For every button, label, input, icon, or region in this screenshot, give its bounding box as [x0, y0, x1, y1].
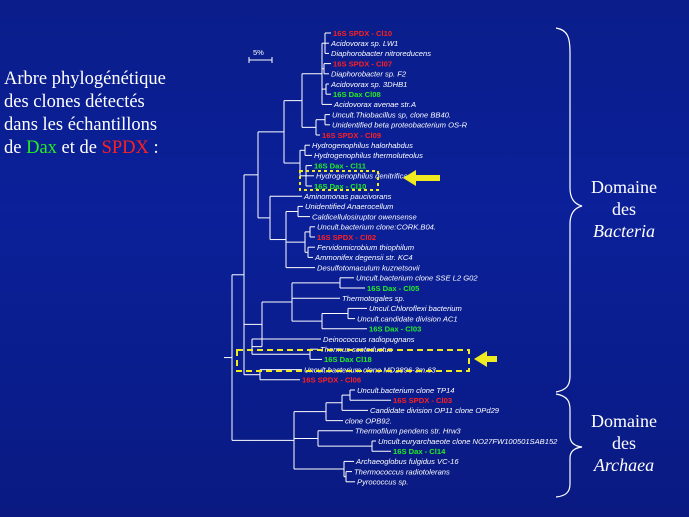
tree-leaf-label: Hydrogenophilus denitrificans [316, 172, 416, 181]
tree-leaf-label: Diaphorobacter nitroreducens [331, 49, 431, 58]
tree-leaf-label: 16S Dax Cl08 [333, 90, 381, 99]
tree-leaf-label: Acidovorax sp. LW1 [330, 39, 398, 48]
arrow-hydrogenophilus [403, 170, 440, 186]
tree-leaf-label: Uncult.bacterium clone MD2896-3m.63 [304, 365, 436, 374]
domain-archaea-line2: des [612, 433, 636, 453]
title-prefix: de [4, 138, 27, 158]
title-line-2: des clones détectés [4, 92, 145, 112]
title-spdx: SPDX [101, 138, 149, 158]
tree-leaf-label: Thermofilum pendens str. Hrw3 [355, 427, 461, 436]
tree-leaf-label: 16S Dax - Cl05 [367, 284, 420, 293]
arrow-thermus [474, 351, 497, 367]
tree-leaf-label: 16S SPDX - Cl10 [333, 29, 392, 38]
tree-leaf-label: Acidovorax sp. 3DHB1 [330, 80, 407, 89]
tree-leaf-label: 16S Dax - Cl14 [393, 447, 446, 456]
title-mid: et de [56, 138, 102, 158]
tree-leaf-label: Aminomonas paucivorans [303, 192, 392, 201]
tree-leaf-label: Unidentified Anaerocellum [305, 202, 393, 211]
tree-leaf-label: Uncult.euryarchaeote clone NO27FW100501S… [378, 437, 558, 446]
tree-leaf-label: Thermus scotoductus [320, 345, 393, 354]
tree-leaf-label: Thermococcus radiotolerans [354, 467, 450, 476]
tree-leaf-label: Hydrogenophilus halorhabdus [312, 141, 413, 150]
title-line-1: Arbre phylogénétique [4, 69, 166, 89]
title-line-4: de Dax et de SPDX : [4, 137, 219, 160]
tree-leaf-label: 16S Dax - Cl11 [314, 161, 367, 170]
highlight-box-thermus [236, 349, 470, 372]
tree-leaf-label: Deinococcus radiopugnans [323, 335, 415, 344]
tree-leaf-label: Caldicellulosiruptor owensense [312, 212, 417, 221]
tree-leaf-label: Hydrogenophilus thermoluteolus [314, 151, 423, 160]
domain-bacteria-line1: Domaine [591, 177, 657, 197]
tree-leaf-label: Uncult.bacterium clone TP14 [357, 386, 455, 395]
domain-archaea-label: Domaine des Archaea [569, 410, 679, 476]
tree-leaf-label: Uncult.bacterium clone:CORK.B04. [317, 223, 436, 232]
tree-leaf-label: 16S SPDX - Cl03 [393, 396, 452, 405]
tree-leaf-label: clone OPB92. [345, 416, 392, 425]
domain-bacteria-label: Domaine des Bacteria [569, 176, 679, 242]
tree-leaf-label: Pyrococcus sp. [357, 478, 409, 487]
title-suffix: : [148, 138, 159, 158]
tree-leaf-label: 16S SPDX - Cl07 [333, 59, 392, 68]
scale-bar: 5% [248, 48, 273, 63]
tree-leaf-label: Candidate division OP11 clone OPd29 [370, 406, 500, 415]
tree-leaf-label: Thermotogales sp. [342, 294, 405, 303]
title-line-3: dans les échantillons [4, 115, 158, 135]
brace-bacteria-icon [555, 27, 583, 393]
domain-archaea-line3: Archaea [593, 455, 655, 475]
tree-leaf-label: Unidentified beta proteobacterium OS-R [332, 121, 468, 130]
tree-leaf-label: 16S Dax - Cl10 [314, 182, 366, 191]
domain-bacteria-line2: des [612, 199, 636, 219]
tree-leaf-label: Uncult.Thiobacillus sp, clone BB40. [332, 110, 451, 119]
tree-leaf-label: 16S Dax - Cl03 [369, 325, 421, 334]
tree-leaf-label: 16S SPDX - Cl02 [317, 233, 376, 242]
tree-leaf-label: 16S SPDX - Cl09 [322, 131, 381, 140]
domain-bacteria-line3: Bacteria [593, 221, 655, 241]
domain-archaea-line1: Domaine [591, 411, 657, 431]
scale-bar-label: 5% [253, 48, 264, 57]
tree-leaf-label: Archaeoglobus fulgidus VC-16 [355, 457, 459, 466]
tree-leaf-label: 16S Dax Cl18 [324, 355, 372, 364]
brace-archaea-icon [555, 393, 583, 498]
tree-leaf-label: Diaphorobacter sp. F2 [331, 70, 407, 79]
tree-leaf-label: Fervidomicrobium thiophilum [317, 243, 414, 252]
tree-leaf-label: Acidovorax avenae str.A [333, 100, 416, 109]
tree-leaf-label: Ammonifex degensii str. KC4 [314, 253, 413, 262]
tree-leaf-label: Uncult.bacterium clone SSE L2 G02 [356, 274, 478, 283]
slide-title: Arbre phylogénétique des clones détectés… [4, 68, 219, 160]
tree-branches [224, 32, 391, 483]
highlight-box-hydrogenophilus [299, 170, 379, 191]
title-dax: Dax [26, 138, 57, 158]
tree-leaf-label: 16S SPDX - Cl06 [302, 376, 361, 385]
tree-leaf-label: Uncult.candidate division AC1 [357, 314, 458, 323]
tree-leaf-label: Uncul.Chloroflexi bacterium [369, 304, 462, 313]
tree-leaf-label: Desulfotomaculum kuznetsovii [317, 263, 420, 272]
